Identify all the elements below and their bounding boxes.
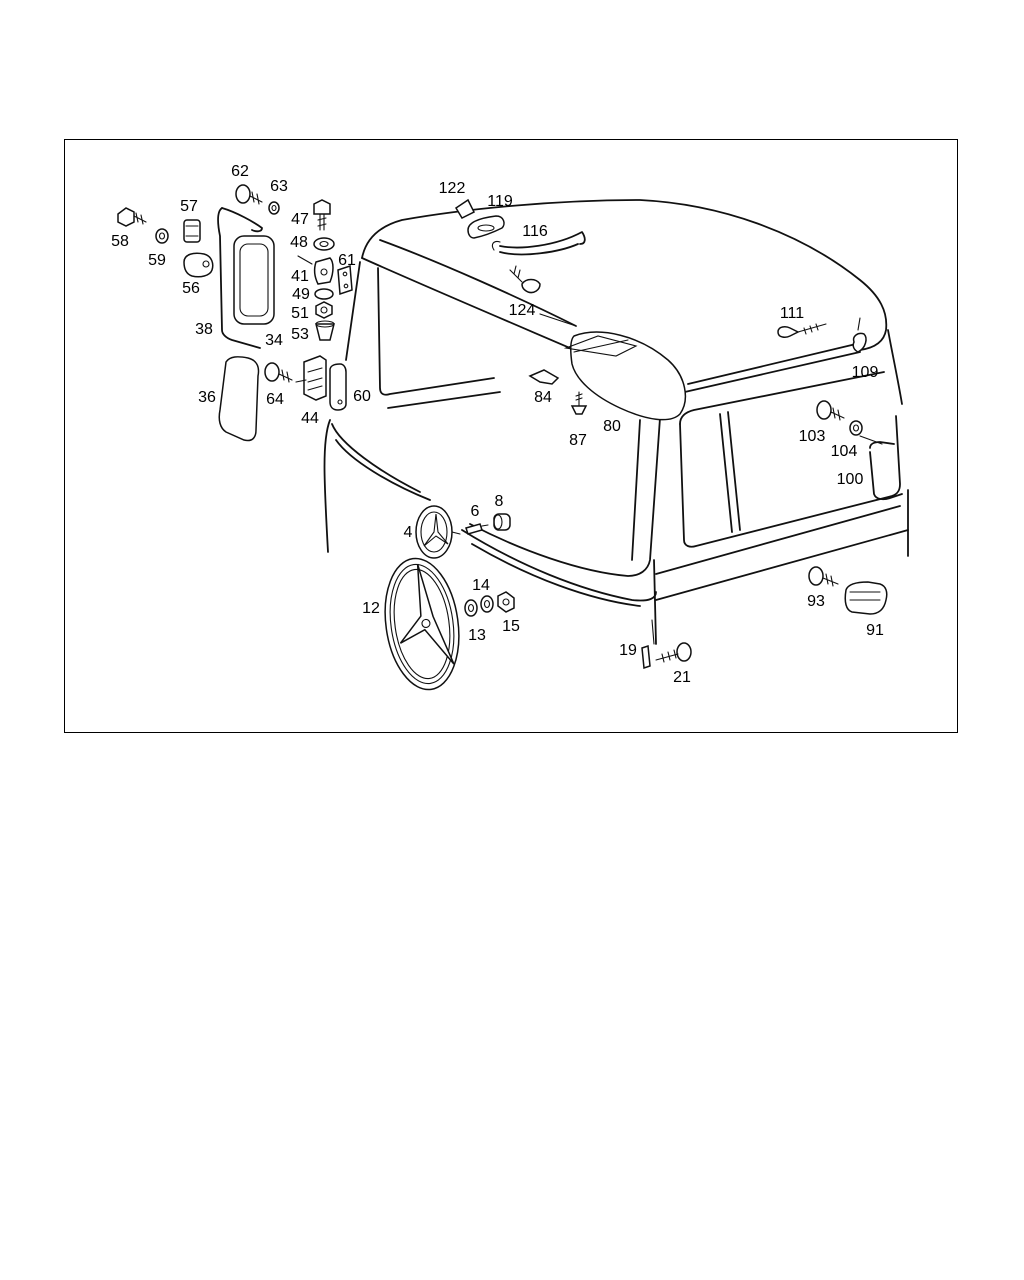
label-4: 4 [404,524,413,541]
part-103-bolt [816,400,845,421]
part-60-cover [329,363,347,411]
part-80-sun-visor [563,331,687,421]
part-109-hook [852,317,867,353]
part-64-bolt [264,362,293,383]
label-21: 21 [673,669,691,686]
part-34-mirror [233,235,275,325]
label-61: 61 [338,252,356,269]
part-14-washer [480,595,494,613]
label-91: 91 [866,622,884,639]
label-56: 56 [182,280,200,297]
part-119-bracket [467,215,505,239]
part-6-screw [465,523,489,535]
label-6: 6 [471,503,480,520]
label-63: 63 [270,178,288,195]
part-100-handle [869,441,903,501]
part-labels: 4 6 8 12 13 14 15 19 21 34 36 38 41 44 4… [111,163,884,686]
label-8: 8 [495,493,504,510]
label-62: 62 [231,163,249,180]
label-103: 103 [799,428,826,445]
label-44: 44 [301,410,319,427]
label-119: 119 [487,193,513,210]
part-124-screw [509,265,541,294]
part-122-clip [454,198,476,219]
label-15: 15 [502,618,520,635]
label-64: 64 [266,391,284,408]
part-57-bushing [183,219,201,243]
part-87-screw [570,391,588,415]
label-124: 124 [509,302,536,319]
part-49-washer [314,288,334,300]
label-84: 84 [534,389,552,406]
part-48-washer [313,237,335,251]
label-59: 59 [148,252,166,269]
label-19: 19 [619,642,637,659]
label-51: 51 [291,305,309,322]
part-51-nut [315,301,333,319]
part-4-small-emblem [415,505,461,559]
label-53: 53 [291,326,309,343]
part-104-washer [849,420,863,436]
label-41: 41 [291,268,309,285]
label-93: 93 [807,593,825,610]
label-36: 36 [198,389,216,406]
label-60: 60 [353,388,371,405]
part-44-hinge [303,355,327,401]
part-61-plate [337,264,353,296]
part-53-cap [315,320,335,341]
part-116-strap [491,231,586,256]
label-109: 109 [852,364,879,381]
part-63-washer [268,201,280,215]
part-47-bolt [313,199,331,231]
label-116: 116 [522,223,548,240]
label-100: 100 [837,471,864,488]
label-14: 14 [472,577,490,594]
label-87: 87 [569,432,587,449]
part-13-washer [464,599,478,617]
label-57: 57 [180,198,198,215]
part-58-bolt [117,207,147,227]
label-80: 80 [603,418,621,435]
label-38: 38 [195,321,213,338]
label-34: 34 [265,332,283,349]
part-8-grommet [493,513,511,531]
part-36-mirror-glass [218,356,260,442]
label-13: 13 [468,627,486,644]
part-12-star-emblem [384,557,460,691]
part-38-mirror-bracket [217,207,263,349]
part-41-bracket [313,257,334,285]
label-104: 104 [831,443,858,460]
part-19-clip [641,644,651,670]
part-62-bolt [235,184,263,205]
part-56-clamp [183,252,214,278]
label-47: 47 [291,211,309,228]
label-58: 58 [111,233,129,250]
cab-body [323,199,909,645]
part-59-washer [155,228,169,244]
part-93-bolt [808,566,839,587]
part-15-nut [497,591,515,613]
part-84-clip [528,369,560,385]
part-21-screw [655,642,692,663]
label-122: 122 [439,180,466,197]
label-49: 49 [292,286,310,303]
diagram-frame [64,139,958,733]
label-48: 48 [290,234,308,251]
label-111: 111 [780,305,804,322]
leader-lines [295,255,883,645]
part-91-lamp [844,581,888,615]
part-111-pin [777,323,827,338]
label-12: 12 [362,600,380,617]
